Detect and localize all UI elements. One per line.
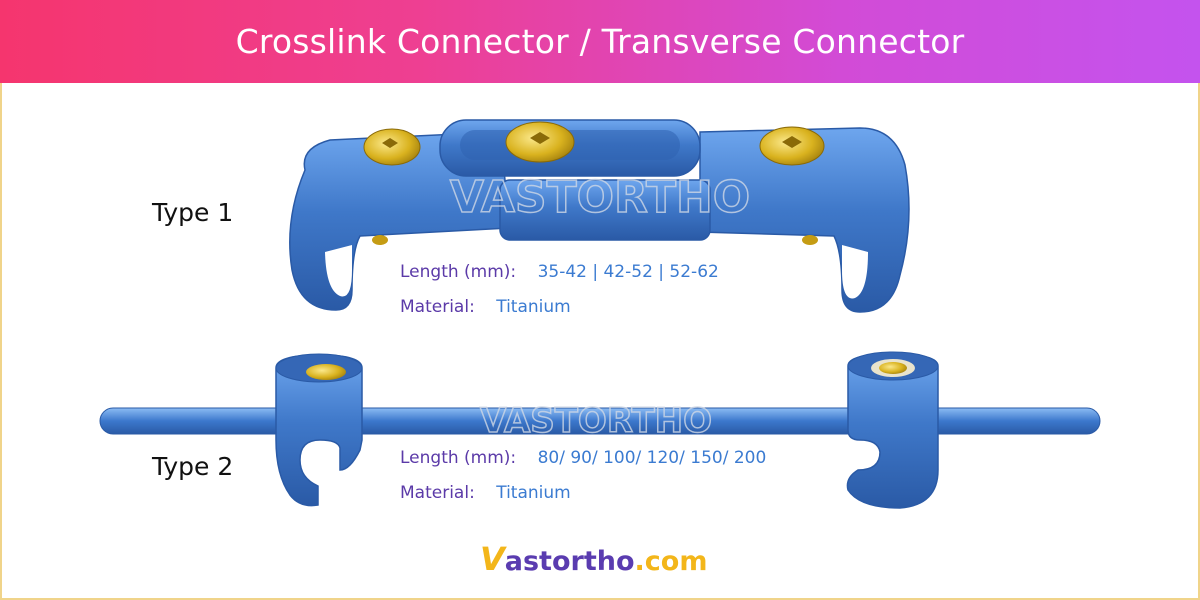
type2-length-spec: Length (mm): 80/ 90/ 100/ 120/ 150/ 200 [400, 448, 766, 468]
type1-material-key: Material: [400, 297, 475, 317]
logo-v-mark-icon: V [480, 540, 505, 578]
logo-brand-text: astortho [504, 546, 635, 577]
logo-dot: . [634, 546, 645, 577]
type2-material-spec: Material: Titanium [400, 483, 571, 503]
type1-label: Type 1 [152, 198, 234, 227]
type1-material-value: Titanium [496, 297, 571, 317]
watermark-text: VASTORTHO [480, 401, 712, 441]
content-frame [0, 83, 1200, 600]
logo-tld: com [644, 546, 708, 577]
type2-length-value: 80/ 90/ 100/ 120/ 150/ 200 [537, 448, 767, 468]
type2-connector-image [99, 351, 1101, 509]
type2-material-key: Material: [400, 483, 475, 503]
page-title: Crosslink Connector / Transverse Connect… [235, 22, 965, 61]
vastortho-logo: V astortho . com [480, 540, 707, 578]
type2-length-key: Length (mm): [400, 448, 517, 468]
type1-length-key: Length (mm): [400, 262, 517, 282]
type2-material-value: Titanium [496, 483, 571, 503]
type1-length-value: 35-42 | 42-52 | 52-62 [537, 262, 719, 282]
header-banner: Crosslink Connector / Transverse Connect… [0, 0, 1200, 83]
type1-connector-image [289, 119, 910, 313]
watermark-text: VASTORTHO [450, 172, 750, 223]
type1-material-spec: Material: Titanium [400, 297, 571, 317]
type2-label: Type 2 [152, 452, 234, 481]
type1-length-spec: Length (mm): 35-42 | 42-52 | 52-62 [400, 262, 719, 282]
